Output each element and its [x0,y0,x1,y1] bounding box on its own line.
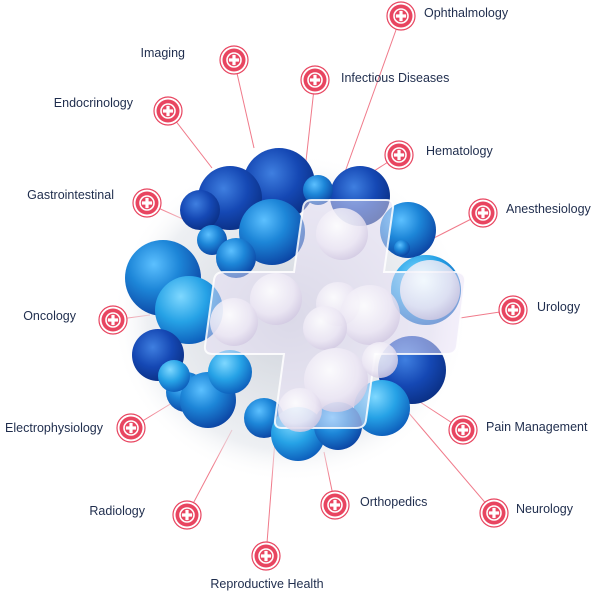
sphere [362,342,398,378]
sphere [340,285,400,345]
label-endocrinology: Endocrinology [53,96,133,110]
label-urology: Urology [537,300,581,314]
sphere [303,175,333,205]
badge-pain-management [448,415,478,445]
label-neurology: Neurology [516,502,573,516]
medical-cross-badge-icon [300,65,330,95]
badge-electrophysiology [116,413,146,443]
medical-cross-badge-icon [251,541,281,571]
label-anesthesiology: Anesthesiology [506,202,591,216]
sphere [380,202,436,258]
sphere [239,199,305,265]
badge-hematology [384,140,414,170]
sphere [400,260,460,320]
badge-urology [498,295,528,325]
connector-imaging [233,59,255,149]
medical-cross-badge-icon [468,198,498,228]
medical-cross-badge-icon [384,140,414,170]
sphere [394,240,410,256]
label-ophthalmology: Ophthalmology [424,6,509,20]
sphere [210,298,258,346]
label-pain-management: Pain Management [486,420,588,434]
badge-orthopedics [320,490,350,520]
label-orthopedics: Orthopedics [360,495,428,509]
medical-cross-badge-icon [498,295,528,325]
label-hematology: Hematology [426,144,493,158]
medical-cross-badge-icon [479,498,509,528]
sphere [278,388,322,432]
medical-cross-badge-icon [448,415,478,445]
medical-cross-badge-icon [172,500,202,530]
label-imaging: Imaging [140,46,185,60]
label-oncology: Oncology [23,309,76,323]
badge-oncology [98,305,128,335]
label-radiology: Radiology [89,504,145,518]
label-infectious-diseases: Infectious Diseases [341,71,450,85]
medical-cross-badge-icon [153,96,183,126]
sphere [155,276,223,344]
label-gastrointestinal: Gastrointestinal [27,188,114,202]
label-reproductive-health: Reproductive Health [210,577,324,591]
medical-cross-badge-icon [219,45,249,75]
cross-sphere-group [210,208,460,432]
badge-radiology [172,500,202,530]
badge-endocrinology [153,96,183,126]
sphere [303,306,347,350]
badge-imaging [219,45,249,75]
sphere [316,208,368,260]
label-electrophysiology: Electrophysiology [5,421,103,435]
sphere [180,190,220,230]
medical-cross-badge-icon [386,1,416,31]
sphere [250,273,302,325]
sphere [304,348,368,412]
sphere [208,350,252,394]
sphere [158,360,190,392]
badge-gastrointestinal [132,188,162,218]
medical-cross-badge-icon [132,188,162,218]
medical-cross-badge-icon [98,305,128,335]
badge-reproductive-health [251,541,281,571]
badge-infectious-diseases [300,65,330,95]
badge-ophthalmology [386,1,416,31]
medical-cross-badge-icon [116,413,146,443]
badge-anesthesiology [468,198,498,228]
connector-ophthalmology [344,15,402,173]
medical-cross-badge-icon [320,490,350,520]
badge-neurology [479,498,509,528]
sphere [216,238,256,278]
